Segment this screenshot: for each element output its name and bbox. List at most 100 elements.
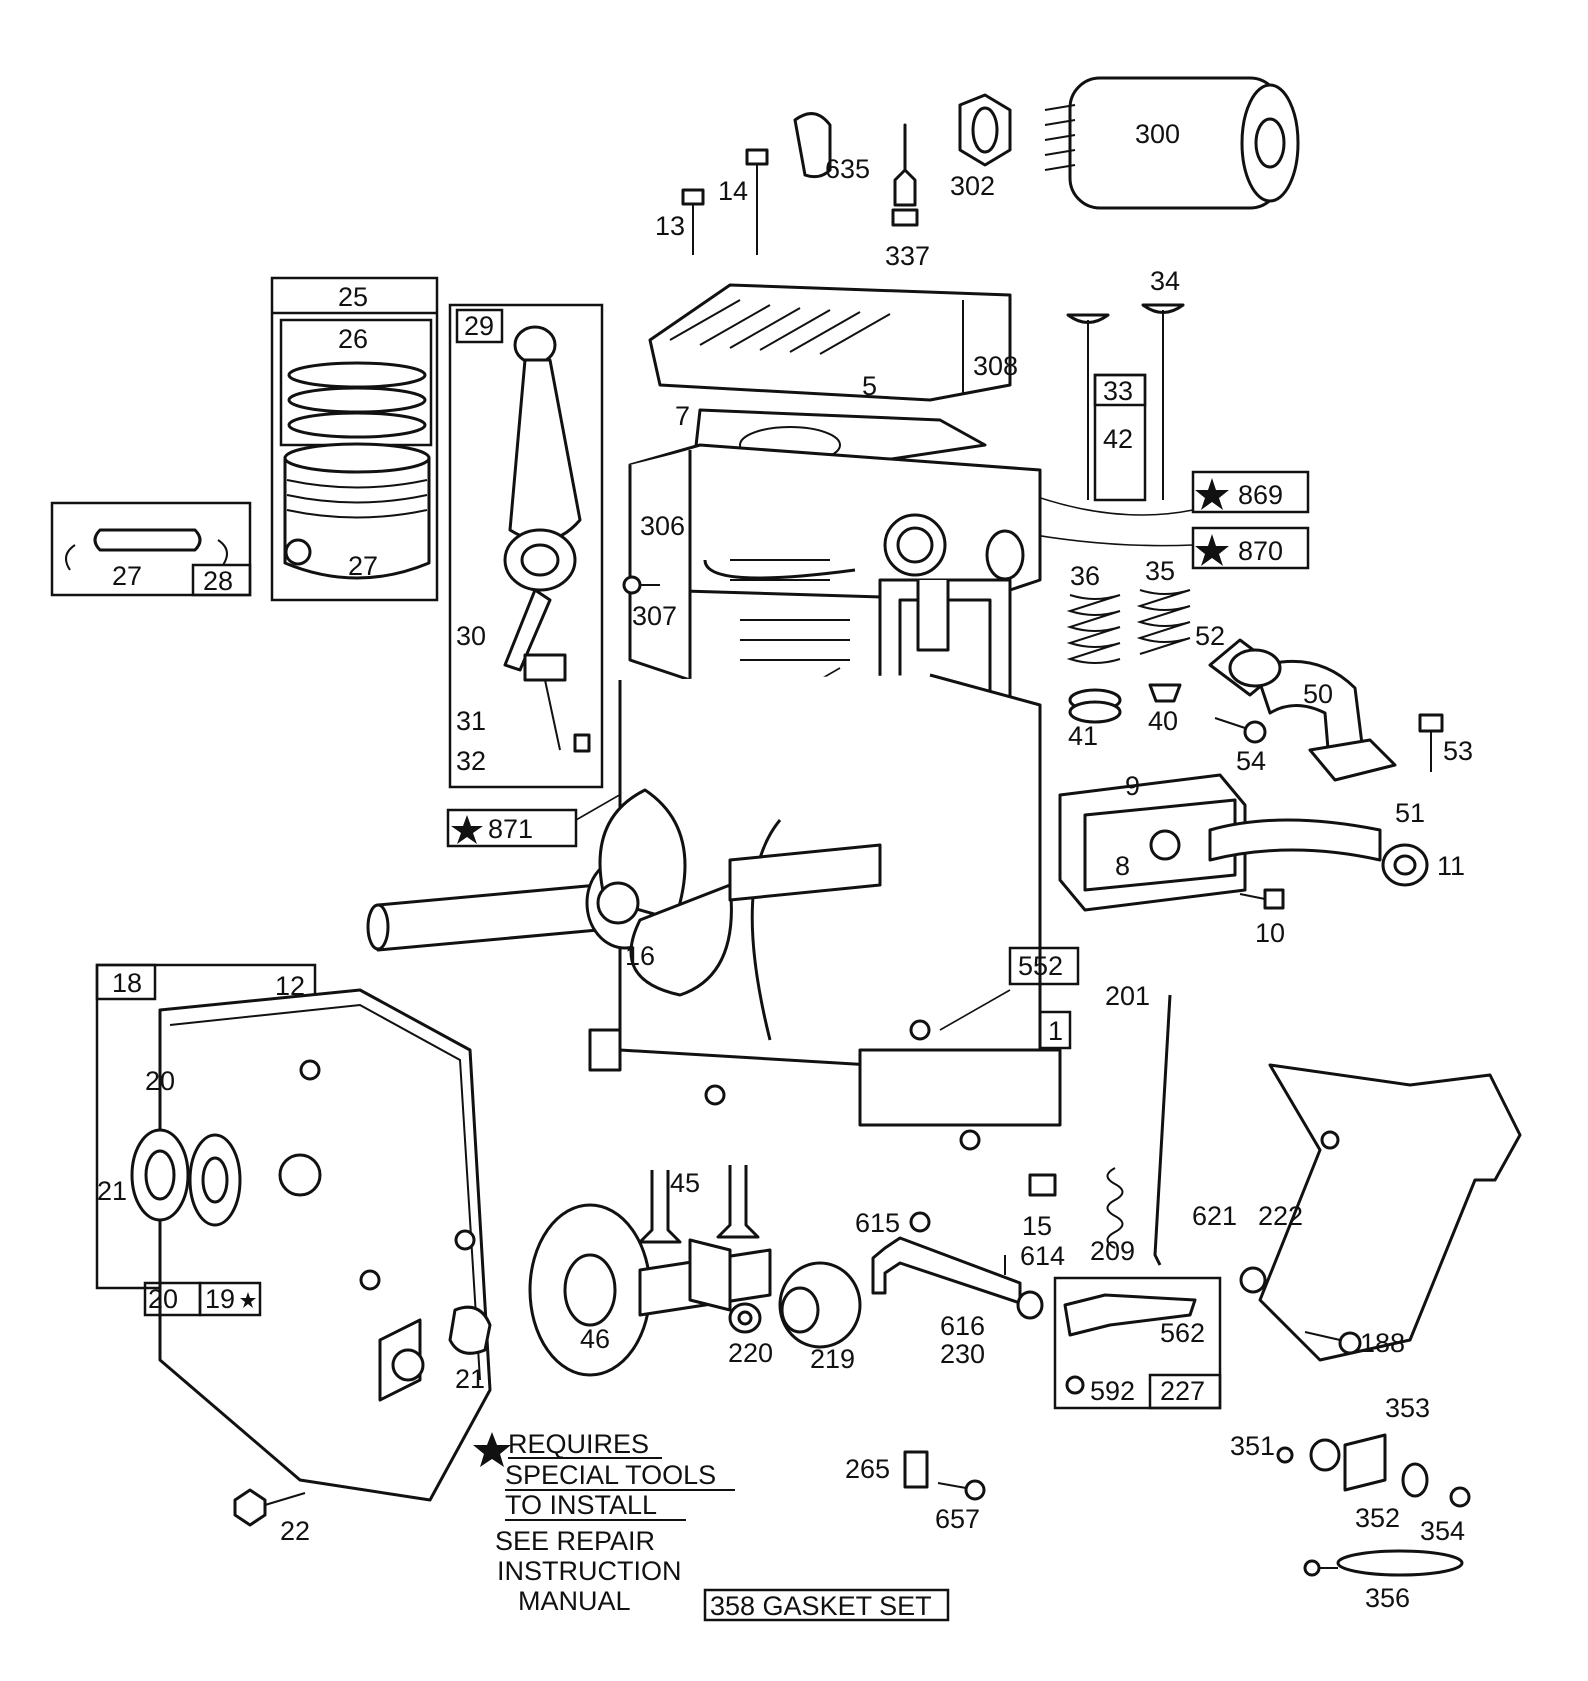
crankshaft: [366, 788, 882, 997]
screw-307: [622, 575, 660, 595]
clip-265: [903, 1450, 929, 1489]
piston-pin: [65, 528, 228, 571]
note-instruction: INSTRUCTION: [497, 1556, 682, 1586]
callout-15: 15: [1022, 1211, 1052, 1241]
intake-elbow: [1208, 638, 1397, 782]
callout-21-right: 21: [455, 1364, 485, 1394]
connecting-rod-box: [448, 303, 604, 789]
callout-8: 8: [1115, 851, 1130, 881]
callout-42: 42: [1103, 424, 1133, 454]
callout-35: 35: [1145, 556, 1175, 586]
callout-21-left: 21: [97, 1176, 127, 1206]
callout-562: 562: [1160, 1318, 1205, 1348]
oil-seal-20-19: [130, 1128, 242, 1227]
callout-352: 352: [1355, 1503, 1400, 1533]
callout-45: 45: [670, 1168, 700, 1198]
spring-209: [1106, 1167, 1124, 1249]
callout-7: 7: [675, 401, 690, 431]
callout-30: 30: [456, 621, 486, 651]
callout-621: 621: [1192, 1201, 1237, 1231]
callout-18: 18: [112, 968, 142, 998]
callout-306: 306: [640, 511, 685, 541]
bolt-53: [1418, 713, 1444, 772]
callout-657: 657: [935, 1504, 980, 1534]
connecting-rod: [503, 325, 591, 753]
special-tool-star-icon: [473, 1432, 511, 1467]
callout-337: 337: [885, 241, 930, 271]
note-requires: REQUIRES: [508, 1429, 649, 1459]
callout-5: 5: [862, 371, 877, 401]
callout-box-870: [1191, 526, 1310, 570]
callout-14: 14: [718, 176, 748, 206]
note-special-tools: SPECIAL TOOLS: [505, 1460, 716, 1490]
callout-box-871: [446, 808, 578, 848]
callout-614: 614: [1020, 1241, 1065, 1271]
callout-28: 28: [203, 566, 233, 596]
callout-870: 870: [1238, 536, 1283, 566]
gasket-set-box: [703, 1588, 950, 1622]
callout-box-869: [1191, 470, 1310, 514]
callout-46: 46: [580, 1324, 610, 1354]
governor-shaft: [871, 1211, 1044, 1320]
callout-220: 220: [728, 1338, 773, 1368]
callout-201: 201: [1105, 981, 1150, 1011]
callout-869: 869: [1238, 480, 1283, 510]
callout-36: 36: [1070, 561, 1100, 591]
callout-29: 29: [464, 311, 494, 341]
spark-plug-parts: [793, 112, 919, 227]
valve-springs: [1066, 589, 1191, 724]
callout-230: 230: [940, 1339, 985, 1369]
callout-188: 188: [1360, 1328, 1405, 1358]
valves: [1066, 303, 1185, 500]
ground-plate-parts: [1276, 1433, 1471, 1577]
callout-9: 9: [1125, 771, 1140, 801]
screw-10: [1239, 888, 1285, 910]
washer-220: [728, 1302, 762, 1334]
governor-link-201: [1153, 994, 1172, 1266]
callout-51: 51: [1395, 798, 1425, 828]
callout-592: 592: [1090, 1376, 1135, 1406]
callout-41: 41: [1068, 721, 1098, 751]
callout-351: 351: [1230, 1431, 1275, 1461]
callout-871: 871: [488, 814, 533, 844]
callout-19: 19: [205, 1284, 235, 1314]
crankcase-cover: [158, 988, 492, 1502]
callout-302: 302: [950, 171, 995, 201]
callout-34: 34: [1150, 266, 1180, 296]
piston-assembly-box: [270, 276, 439, 602]
callout-300: 300: [1135, 119, 1180, 149]
callout-11: 11: [1437, 851, 1465, 881]
piston-pin-box: [50, 501, 252, 597]
callout-53: 53: [1443, 736, 1473, 766]
governor-lever-box: [1053, 1276, 1222, 1410]
piston-rings: [287, 361, 427, 439]
callout-635: 635: [825, 154, 870, 184]
cylinder-block: [588, 443, 1062, 1151]
callout-13: 13: [655, 211, 685, 241]
callout-219: 219: [810, 1344, 855, 1374]
callout-552: 552: [1018, 951, 1063, 981]
callout-box-552: [1008, 946, 1080, 986]
callout-308: 308: [973, 351, 1018, 381]
callout-50: 50: [1303, 679, 1333, 709]
callout-22: 22: [280, 1516, 310, 1546]
callout-26: 26: [338, 324, 368, 354]
callout-10: 10: [1255, 918, 1285, 948]
gasket-set-label: 358 GASKET SET: [710, 1591, 932, 1621]
control-bracket: [1239, 1063, 1522, 1362]
governor-gear-219: [778, 1261, 862, 1349]
callout-52: 52: [1195, 621, 1225, 651]
callout-354: 354: [1420, 1516, 1465, 1546]
governor-lever: [1063, 1293, 1197, 1395]
piston: [283, 442, 431, 580]
screw-657: [937, 1479, 986, 1501]
callout-615: 615: [855, 1208, 900, 1238]
callout-222: 222: [1258, 1201, 1303, 1231]
callout-307: 307: [632, 601, 677, 631]
callout-54: 54: [1236, 746, 1266, 776]
screw-188: [1304, 1331, 1362, 1355]
callout-27-pin: 27: [112, 561, 142, 591]
note-to-install: TO INSTALL: [505, 1490, 657, 1520]
plug-15: [1028, 1173, 1057, 1197]
